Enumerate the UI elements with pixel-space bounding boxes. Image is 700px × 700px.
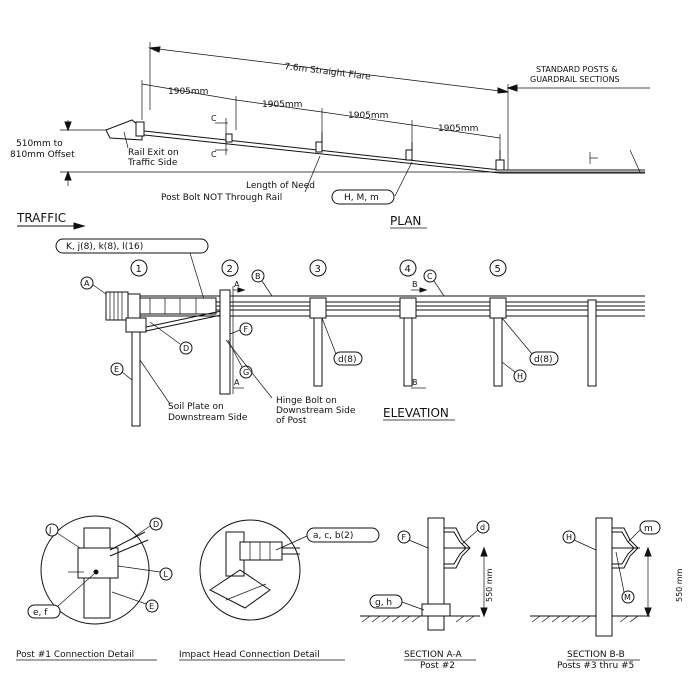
svg-text:2: 2 bbox=[227, 264, 233, 275]
seca-title: SECTION A-A bbox=[404, 650, 463, 660]
hmm-label: H, M, m bbox=[344, 193, 379, 203]
spacing-3: 1905mm bbox=[348, 111, 388, 121]
secb-title: SECTION B-B bbox=[567, 650, 625, 660]
soil-plate-2: Downstream Side bbox=[168, 413, 248, 423]
plan-title: PLAN bbox=[390, 214, 421, 228]
section-b-bottom: B bbox=[412, 378, 418, 387]
elevation-view: K, j(8), k(8), l(16) 1 2 3 4 5 bbox=[55, 238, 645, 427]
plan-post-4 bbox=[405, 149, 413, 161]
impact-head-elevation bbox=[105, 291, 217, 321]
seca-sub: Post #2 bbox=[420, 661, 455, 671]
svg-text:4: 4 bbox=[405, 264, 411, 275]
length-need-2: Post Bolt NOT Through Rail bbox=[161, 193, 282, 203]
svg-text:d(8): d(8) bbox=[534, 355, 552, 365]
offset-label-1: 510mm to bbox=[16, 139, 63, 149]
seca-dim: 550 mm bbox=[485, 568, 494, 602]
bolt-callout-text: K, j(8), k(8), l(16) bbox=[66, 242, 143, 252]
secb-h: H bbox=[566, 533, 572, 542]
impact-callout: a, c, b(2) bbox=[313, 531, 353, 541]
bolt-callout bbox=[55, 238, 209, 254]
elevation-post-1 bbox=[131, 317, 141, 427]
post1-title: Post #1 Connection Detail bbox=[16, 650, 134, 660]
secb-sub: Posts #3 thru #5 bbox=[557, 661, 634, 671]
callout-g: G bbox=[227, 339, 253, 379]
callout-a: A bbox=[80, 276, 107, 295]
svg-text:F: F bbox=[244, 325, 249, 334]
hinge-3: of Post bbox=[276, 416, 307, 426]
svg-text:G: G bbox=[243, 368, 249, 377]
impact-title: Impact Head Connection Detail bbox=[179, 650, 320, 660]
svg-text:D: D bbox=[183, 344, 189, 353]
post1-j: J bbox=[48, 526, 51, 535]
seca-f: F bbox=[402, 533, 407, 542]
plan-post-5 bbox=[495, 159, 505, 171]
svg-text:d(8): d(8) bbox=[338, 355, 356, 365]
flare-dimension-line bbox=[149, 47, 509, 93]
standard-label-1: STANDARD POSTS & bbox=[536, 65, 618, 74]
elevation-title: ELEVATION bbox=[383, 406, 449, 420]
length-need-1: Length of Need bbox=[246, 181, 315, 191]
spacing-4: 1905mm bbox=[438, 124, 478, 134]
secb-dim: 550 mm bbox=[675, 568, 684, 602]
soil-plate-1: Soil Plate on bbox=[168, 402, 224, 412]
hmm-callout bbox=[331, 189, 395, 205]
plan-view: 7.6m Straight Flare STANDARD POSTS & GUA… bbox=[10, 42, 650, 230]
post1-e: E bbox=[149, 602, 154, 611]
post1-d: D bbox=[153, 520, 159, 529]
strut bbox=[131, 309, 227, 331]
post-number-2: 2 bbox=[221, 259, 239, 277]
secb-m-lower: m bbox=[644, 524, 653, 534]
section-a-bottom: A bbox=[234, 378, 240, 387]
callout-h: H bbox=[501, 361, 527, 383]
svg-text:5: 5 bbox=[495, 264, 501, 275]
hinge-1: Hinge Bolt on bbox=[276, 396, 337, 406]
svg-text:3: 3 bbox=[315, 264, 321, 275]
section-a-top: A bbox=[234, 280, 240, 289]
callout-c: C bbox=[423, 269, 445, 297]
flare-label: 7.6m Straight Flare bbox=[284, 62, 372, 83]
d8-callout-1 bbox=[333, 351, 363, 366]
post-number-3: 3 bbox=[309, 259, 327, 277]
spacing-2: 1905mm bbox=[262, 100, 302, 110]
callout-d: D bbox=[179, 341, 193, 355]
svg-text:C: C bbox=[427, 272, 433, 281]
spacing-1: 1905mm bbox=[168, 87, 208, 97]
svg-text:A: A bbox=[84, 279, 90, 288]
svg-text:1: 1 bbox=[136, 264, 142, 275]
section-b-b: H m M 550 mm SECTION B-B Posts #3 thru #… bbox=[530, 517, 684, 671]
post1-connection-detail: J D L E e, f Post #1 Connection Detail bbox=[16, 515, 173, 661]
post1-l: L bbox=[164, 570, 169, 579]
impact-head-connection-detail: a, c, b(2) Impact Head Connection Detail bbox=[179, 519, 380, 661]
secb-m-upper: M bbox=[624, 593, 631, 602]
hinge-2: Downstream Side bbox=[276, 406, 356, 416]
post1-ef: e, f bbox=[33, 608, 48, 618]
seca-d: d bbox=[480, 523, 485, 532]
traffic-label: TRAFFIC bbox=[16, 211, 66, 225]
post-number-1: 1 bbox=[130, 259, 148, 277]
d8-callout-2 bbox=[529, 351, 559, 366]
svg-text:H: H bbox=[517, 372, 523, 381]
section-c-top: C bbox=[211, 114, 217, 123]
callout-f: F bbox=[229, 322, 253, 336]
elevation-post-2 bbox=[219, 289, 231, 395]
offset-label-2: 810mm Offset bbox=[10, 150, 75, 160]
rail-exit-1: Rail Exit on bbox=[128, 148, 179, 158]
svg-text:B: B bbox=[255, 272, 261, 281]
seca-gh: g, h bbox=[375, 598, 392, 608]
post-number-5: 5 bbox=[489, 259, 507, 277]
section-a-a: F d g, h 550 mm SECTION A-A Post #2 bbox=[360, 517, 494, 671]
callout-e: E bbox=[110, 362, 133, 381]
standard-label-2: GUARDRAIL SECTIONS bbox=[530, 75, 620, 84]
elevation-post-6 bbox=[587, 299, 597, 387]
rail-exit-2: Traffic Side bbox=[127, 158, 178, 168]
callout-b: B bbox=[251, 269, 273, 297]
svg-text:E: E bbox=[114, 365, 119, 374]
section-b-top: B bbox=[412, 280, 418, 289]
plan-post-3 bbox=[315, 141, 323, 153]
plan-post-2 bbox=[225, 133, 233, 143]
post-number-4: 4 bbox=[399, 259, 417, 277]
section-c-bottom: C bbox=[211, 150, 217, 159]
